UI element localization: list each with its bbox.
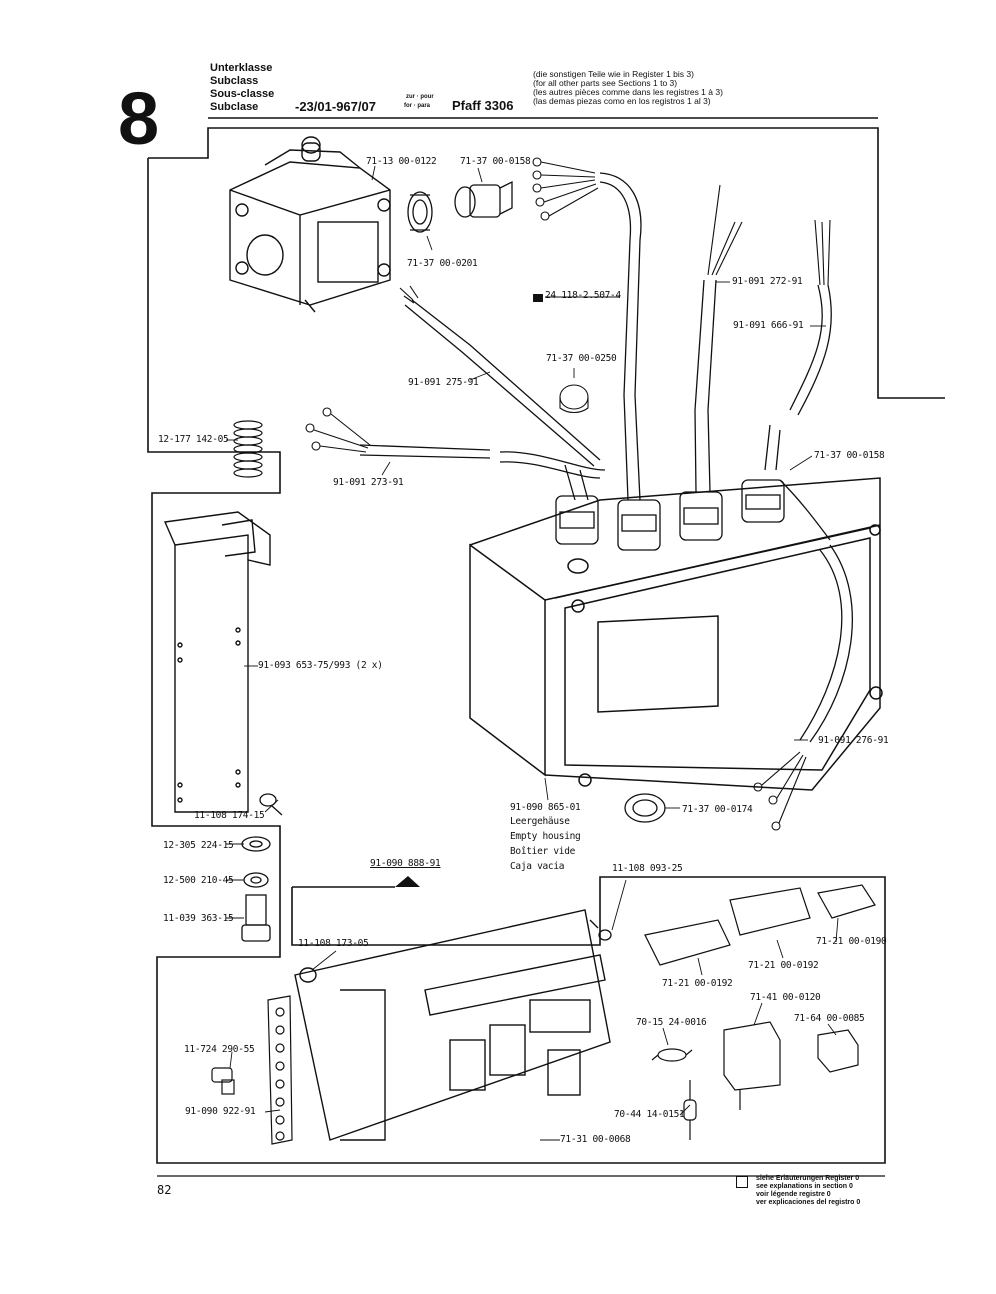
class-label-fr: Sous-classe bbox=[210, 88, 275, 100]
part-11-039-363-15: 11-039 363-15 bbox=[163, 913, 234, 924]
part-71-64-00-0085: 71-64 00-0085 bbox=[794, 1013, 865, 1024]
part-11-108-174-15: 11-108 174-15 bbox=[194, 810, 265, 821]
part-71-31-00-0068: 71-31 00-0068 bbox=[560, 1134, 631, 1145]
housing-label-de: Leergehäuse bbox=[510, 816, 570, 827]
note-de: (die sonstigen Teile wie in Register 1 b… bbox=[533, 69, 694, 79]
limit-switch bbox=[229, 136, 391, 313]
part-91-091-666-91: 91-091 666-91 bbox=[733, 320, 804, 331]
machine-name: Pfaff 3306 bbox=[452, 98, 514, 113]
spring bbox=[233, 420, 263, 478]
part-91-093-653-75-993: 91-093 653-75/993 (2 x) bbox=[258, 660, 383, 671]
housing-label-es: Caja vacia bbox=[510, 861, 565, 872]
part-91-090-865-01: 91-090 865-01 bbox=[510, 802, 581, 813]
part-70-15-24-0016: 70-15 24-0016 bbox=[636, 1017, 707, 1028]
page-number: 82 bbox=[157, 1183, 172, 1197]
class-code: -23/01-967/07 bbox=[295, 99, 376, 114]
legend-symbol bbox=[736, 1176, 748, 1188]
circuit-board bbox=[294, 909, 611, 1141]
class-label-de: Unterklasse bbox=[210, 62, 273, 74]
part-12-500-210-45: 12-500 210-45 bbox=[163, 875, 234, 886]
housing-label-fr: Boîtier vide bbox=[510, 846, 576, 857]
part-71-21-00-0192-left: 71-21 00-0192 bbox=[662, 978, 733, 989]
part-71-37-00-0174: 71-37 00-0174 bbox=[682, 804, 753, 815]
for-label-1: zur · pour bbox=[406, 94, 434, 100]
note-es: (las demas piezas como en los registros … bbox=[533, 96, 711, 106]
legend-fr: voir légende registre 0 bbox=[756, 1191, 831, 1198]
part-71-21-00-0190: 71-21 00-0190 bbox=[816, 936, 887, 947]
frame-outline bbox=[147, 158, 886, 1164]
part-71-37-00-0201: 71-37 00-0201 bbox=[407, 258, 478, 269]
mounting-bracket bbox=[163, 511, 271, 813]
part-91-091-275-91: 91-091 275-91 bbox=[408, 377, 479, 388]
part-91-091-273-91: 91-091 273-91 bbox=[333, 477, 404, 488]
part-11-108-093-25: 11-108 093-25 bbox=[612, 863, 683, 874]
cable-glands bbox=[555, 394, 785, 551]
part-71-37-00-0158-side: 71-37 00-0158 bbox=[814, 450, 885, 461]
class-label-en: Subclass bbox=[210, 75, 259, 87]
legend-de: siehe Erläuterungen Register 0 bbox=[756, 1175, 860, 1182]
legend-en: see explanations in section 0 bbox=[756, 1183, 853, 1190]
reference-triangle bbox=[395, 876, 420, 887]
part-91-091-272-91: 91-091 272-91 bbox=[732, 276, 803, 287]
part-71-37-00-0158-top: 71-37 00-0158 bbox=[460, 156, 531, 167]
part-12-177-142-05: 12-177 142-05 bbox=[158, 434, 229, 445]
part-11-108-173-05: 11-108 173-05 bbox=[298, 938, 369, 949]
part-71-41-00-0120: 71-41 00-0120 bbox=[750, 992, 821, 1003]
housing-label-en: Empty housing bbox=[510, 831, 581, 842]
part-71-21-00-0192-right: 71-21 00-0192 bbox=[748, 960, 819, 971]
part-71-37-00-0250: 71-37 00-0250 bbox=[546, 353, 617, 364]
part-12-305-224-15: 12-305 224-15 bbox=[163, 840, 234, 851]
part-11-724-290-55: 11-724 290-55 bbox=[184, 1044, 255, 1055]
note-fr: (les autres pièces comme dans les regist… bbox=[533, 87, 723, 97]
terminal-strip bbox=[211, 995, 293, 1145]
part-91-090-922-91: 91-090 922-91 bbox=[185, 1106, 256, 1117]
class-label-es: Subclase bbox=[210, 101, 259, 113]
note-en: (for all other parts see Sections 1 to 3… bbox=[533, 78, 678, 88]
right-components bbox=[644, 884, 876, 1140]
empty-housing bbox=[469, 477, 883, 791]
section-number: 8 bbox=[118, 77, 160, 160]
legend-es: ver explicaciones del registro 0 bbox=[756, 1199, 861, 1206]
frame-top-right bbox=[148, 127, 945, 399]
part-91-091-276-91: 91-091 276-91 bbox=[818, 735, 889, 746]
part-24-118-2507-4: 24 118-2.507-4 bbox=[545, 290, 621, 301]
part-71-13-00-0122: 71-13 00-0122 bbox=[366, 156, 437, 167]
for-label-2: for · para bbox=[404, 103, 431, 109]
part-91-090-888-91: 91-090 888-91 bbox=[370, 858, 441, 869]
part-70-44-14-0151: 70-44 14-0151 bbox=[614, 1109, 685, 1120]
